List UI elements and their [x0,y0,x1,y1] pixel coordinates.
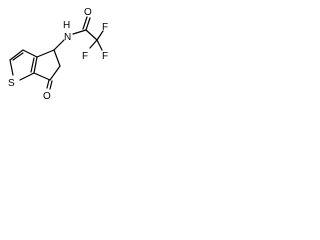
atom-oxygen-ketone: O [43,91,51,102]
atom-fluorine-3: F [82,51,88,62]
atom-oxygen-amide: O [84,7,92,18]
atom-fluorine-2: F [102,51,108,62]
atom-sulfur: S [8,78,15,89]
bond-ketone-1 [46,79,50,89]
bond-ch-ch2 [53,49,61,67]
bond-s-c1 [9,59,14,76]
atom-nitrogen: N [64,32,71,43]
bond-c3-c4-inner [30,57,35,73]
bond-n-c [72,29,87,35]
bond-c2-c3 [22,49,38,58]
bond-c1-c2-inner [12,52,24,61]
bond-cf3-f1 [96,30,104,41]
bond-c-cf3 [85,29,98,41]
structure-canvas: S O H N O F F F [0,0,118,105]
bond-c3-ch [36,49,55,58]
bond-ketone-2 [49,80,53,90]
bond-co-c4 [33,72,51,81]
atom-hydrogen-on-n: H [63,20,70,31]
bond-c-o-2 [82,16,88,30]
bond-cf3-f2 [96,39,103,51]
bond-ch2-co [49,65,61,81]
bond-cf3-f3 [89,39,98,49]
bond-c4-s [19,72,35,81]
bond-ch-n [53,39,65,51]
bond-c1-c2 [9,49,24,61]
bond-c-o-1 [85,17,91,31]
atom-fluorine-1: F [102,22,108,33]
chemical-structure-diagram: S O H N O F F F [8,7,108,102]
bond-c3-c4 [33,56,38,74]
